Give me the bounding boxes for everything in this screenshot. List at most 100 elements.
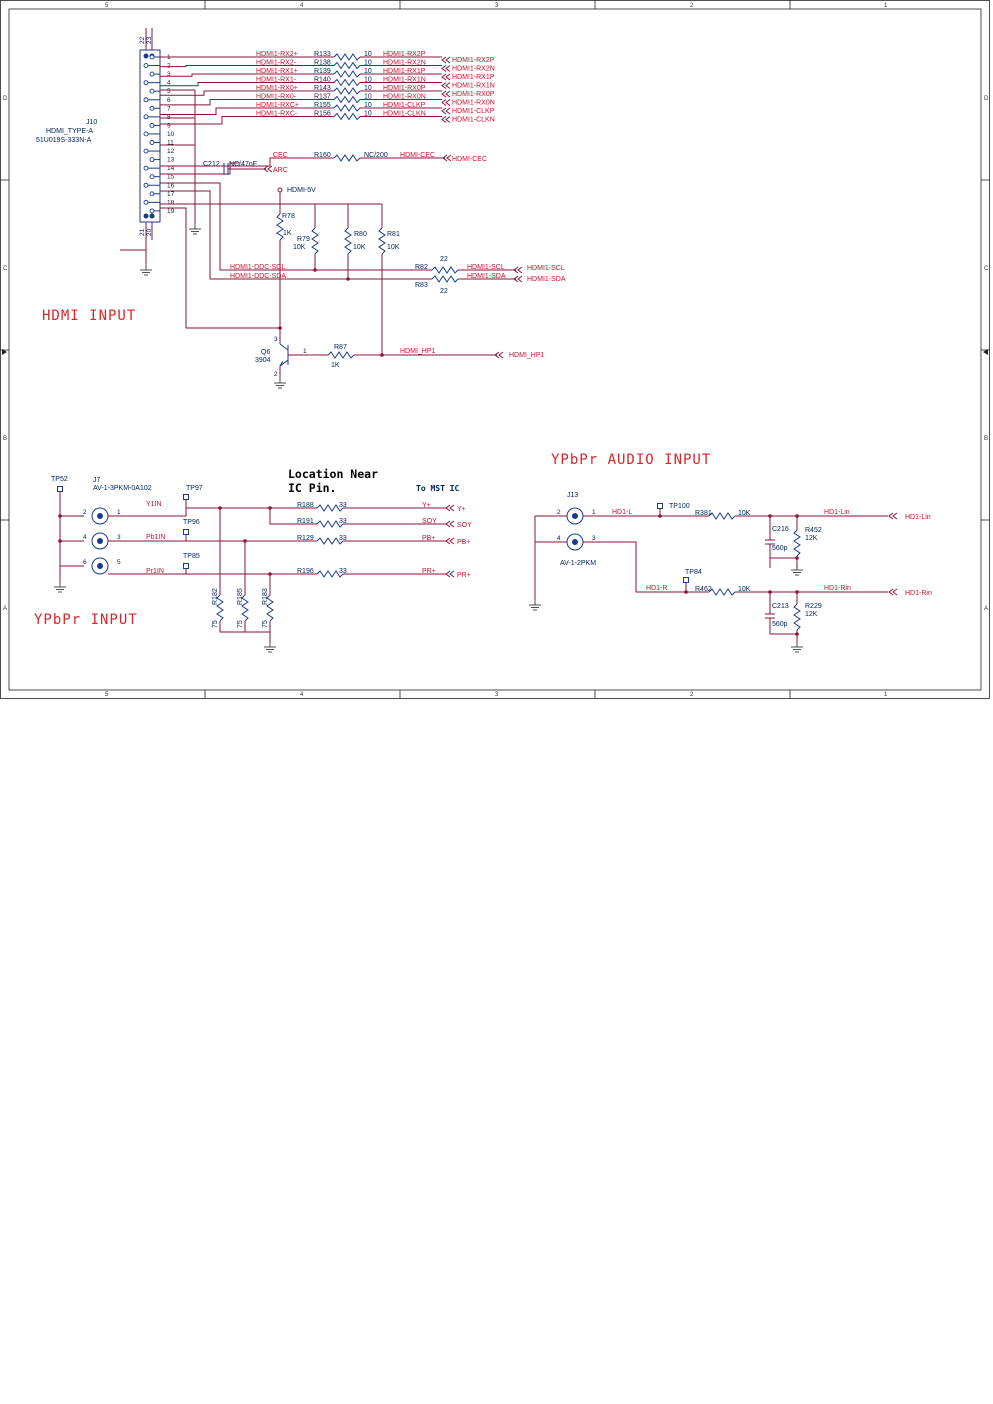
hp-port: HDMI_HP1 [509, 352, 545, 359]
jack-ref: J13 [567, 492, 578, 499]
rx-port: HDMI1-CLKN [452, 117, 495, 124]
rx-resistor-value: 10 [364, 111, 372, 118]
rx-net-mid: HDMI1-CLKN [383, 111, 426, 118]
frame-row-label: C [3, 266, 8, 272]
rx-port: HDMI1-RX2P [452, 57, 495, 64]
pullup-value: 10K [387, 244, 400, 251]
ypbpr-jack-j7[interactable]: J7 AV-1-3PKM-0A102 2 4 6 1 3 5 [83, 477, 152, 575]
jack-pin: 3 [592, 535, 596, 542]
connector-shell-pin: 22 [139, 36, 146, 44]
termination-value: 75 [237, 620, 244, 628]
audio-jack-j13[interactable]: J13 AV-1-2PKM 2 4 1 3 [557, 492, 596, 567]
hdmi-section-title: HDMI INPUT [42, 308, 136, 324]
frame-col-label: 3 [495, 3, 499, 9]
ypbpr-note-line: Location Near [288, 467, 378, 481]
rx-port: HDMI1-RX1N [452, 83, 495, 90]
connector-pin [143, 182, 149, 188]
series-resistor-value: 33 [339, 568, 347, 575]
jack-pin: 2 [557, 509, 561, 516]
ddc-scl-ref: R82 [415, 264, 428, 271]
connector-pin-number: 13 [167, 157, 175, 164]
connector-pin-number: 9 [167, 122, 171, 129]
frame-col-label: 3 [495, 692, 499, 698]
jack-pin: 1 [117, 509, 121, 516]
audio-input-section: YPbPr AUDIO INPUT J13 AV-1-2PKM 2 4 1 3 [528, 452, 932, 653]
ddc-sda-left: HDMI1-DDC-SDA [230, 273, 286, 280]
rx-port: HDMI1-CLKP [452, 108, 495, 115]
connector-pin-number: 10 [167, 131, 175, 138]
connector-pin [143, 165, 149, 171]
frame-row-label: B [3, 436, 7, 442]
rx-resistor-ref: R140 [314, 77, 331, 84]
audio-pulldown-value: 12K [805, 611, 818, 618]
series-port: SOY [457, 522, 472, 529]
jack-pin: 2 [83, 509, 87, 516]
audio-pulldown-ref: R229 [805, 603, 822, 610]
audio-resistor-ref: R381 [695, 510, 712, 517]
series-port: PR+ [457, 572, 471, 579]
ddc-sda-value: 22 [440, 288, 448, 295]
hot-plug-circuit: 3 1 2 Q6 3904 R87 1K HDMI_HP1 HDMI_HP1 [160, 207, 545, 389]
transistor-ref: Q6 [261, 349, 270, 356]
series-net: SOY [422, 518, 437, 525]
jack-pin: 1 [592, 509, 596, 516]
ddc-lines: HDMI1-DDC-SCL HDMI1-DDC-SDA R82 22 R83 2… [160, 182, 566, 295]
rx-resistor-ref: R156 [314, 111, 331, 118]
ddc-scl-left: HDMI1-DDC-SCL [230, 264, 285, 271]
transistor-part: 3904 [255, 357, 271, 364]
frame-col-label: 4 [300, 3, 304, 9]
pullup-value: 10K [293, 244, 306, 251]
series-resistor-ref: R196 [297, 568, 314, 575]
frame-col-label: 1 [884, 692, 888, 698]
rx-net-mid: HDMI1-RX2P [383, 51, 426, 58]
audio-left-channel: HD1-L TP100 R381 10K C216 560p R452 12K … [583, 503, 931, 576]
connector-part: 51U019S-333N-A [36, 137, 92, 144]
rx-resistor-value: 10 [364, 94, 372, 101]
audio-section-title: YPbPr AUDIO INPUT [551, 452, 711, 468]
connector-pin-number: 7 [167, 105, 171, 112]
audio-resistor-value: 10K [738, 586, 751, 593]
arc-line: C212 NC/47nF ARC [203, 161, 288, 175]
audio-tp: TP100 [669, 503, 690, 510]
rx-net-left: HDMI1-RX2- [256, 60, 297, 67]
rx-net-mid: HDMI1-RX0N [383, 94, 426, 101]
cec-resistor-ref: R160 [314, 152, 331, 159]
frame-row-label: A [3, 606, 7, 612]
connector-pin [149, 105, 155, 111]
hdmi-connector-j10[interactable]: 22 23 21 20 1234567891011121314151617181… [36, 28, 175, 276]
connector-pin-number: 5 [167, 88, 171, 95]
rx-resistor-ref: R139 [314, 68, 331, 75]
audio-cap-value: 560p [772, 545, 788, 552]
connector-pin [143, 97, 149, 103]
transistor-pin: 3 [274, 336, 278, 343]
connector-shell-pin: 20 [146, 228, 153, 236]
connector-pin-number: 12 [167, 148, 175, 155]
rx-resistor-value: 10 [364, 68, 372, 75]
series-resistor-value: 33 [339, 518, 347, 525]
audio-net: HD1-R [646, 585, 667, 592]
pullup-ref: R78 [282, 213, 295, 220]
cec-net-mid: HDMI-CEC [400, 152, 435, 159]
rx-net-mid: HDMI1-RX2N [383, 60, 426, 67]
termination-ref: R183 [262, 588, 269, 605]
audio-pulldown-value: 12K [805, 535, 818, 542]
rx-net-left: HDMI1-RX2+ [256, 51, 298, 58]
arc-cap-ref: C212 [203, 161, 220, 168]
connector-pin [149, 54, 155, 60]
series-port: PB+ [457, 539, 470, 546]
drawing-frame: 5 4 3 2 1 5 4 3 2 1 D C B A D C B A [0, 0, 990, 699]
rx-net-mid: HDMI1-RX0P [383, 85, 426, 92]
test-point-label: TP85 [183, 553, 200, 560]
connector-type: HDMI_TYPE-A [46, 128, 93, 135]
connector-pin-number: 19 [167, 208, 175, 215]
frame-row-label: D [984, 96, 989, 102]
hp-resistor-ref: R87 [334, 344, 347, 351]
audio-net: HD1-L [612, 509, 632, 516]
jack-part: AV-1-2PKM [560, 560, 596, 567]
frame-col-label: 5 [105, 3, 109, 9]
rx-net-mid: HDMI1-CLKP [383, 102, 426, 109]
series-resistor-ref: R129 [297, 535, 314, 542]
audio-cap-ref: C213 [772, 603, 789, 610]
ddc-sda-ref: R83 [415, 282, 428, 289]
